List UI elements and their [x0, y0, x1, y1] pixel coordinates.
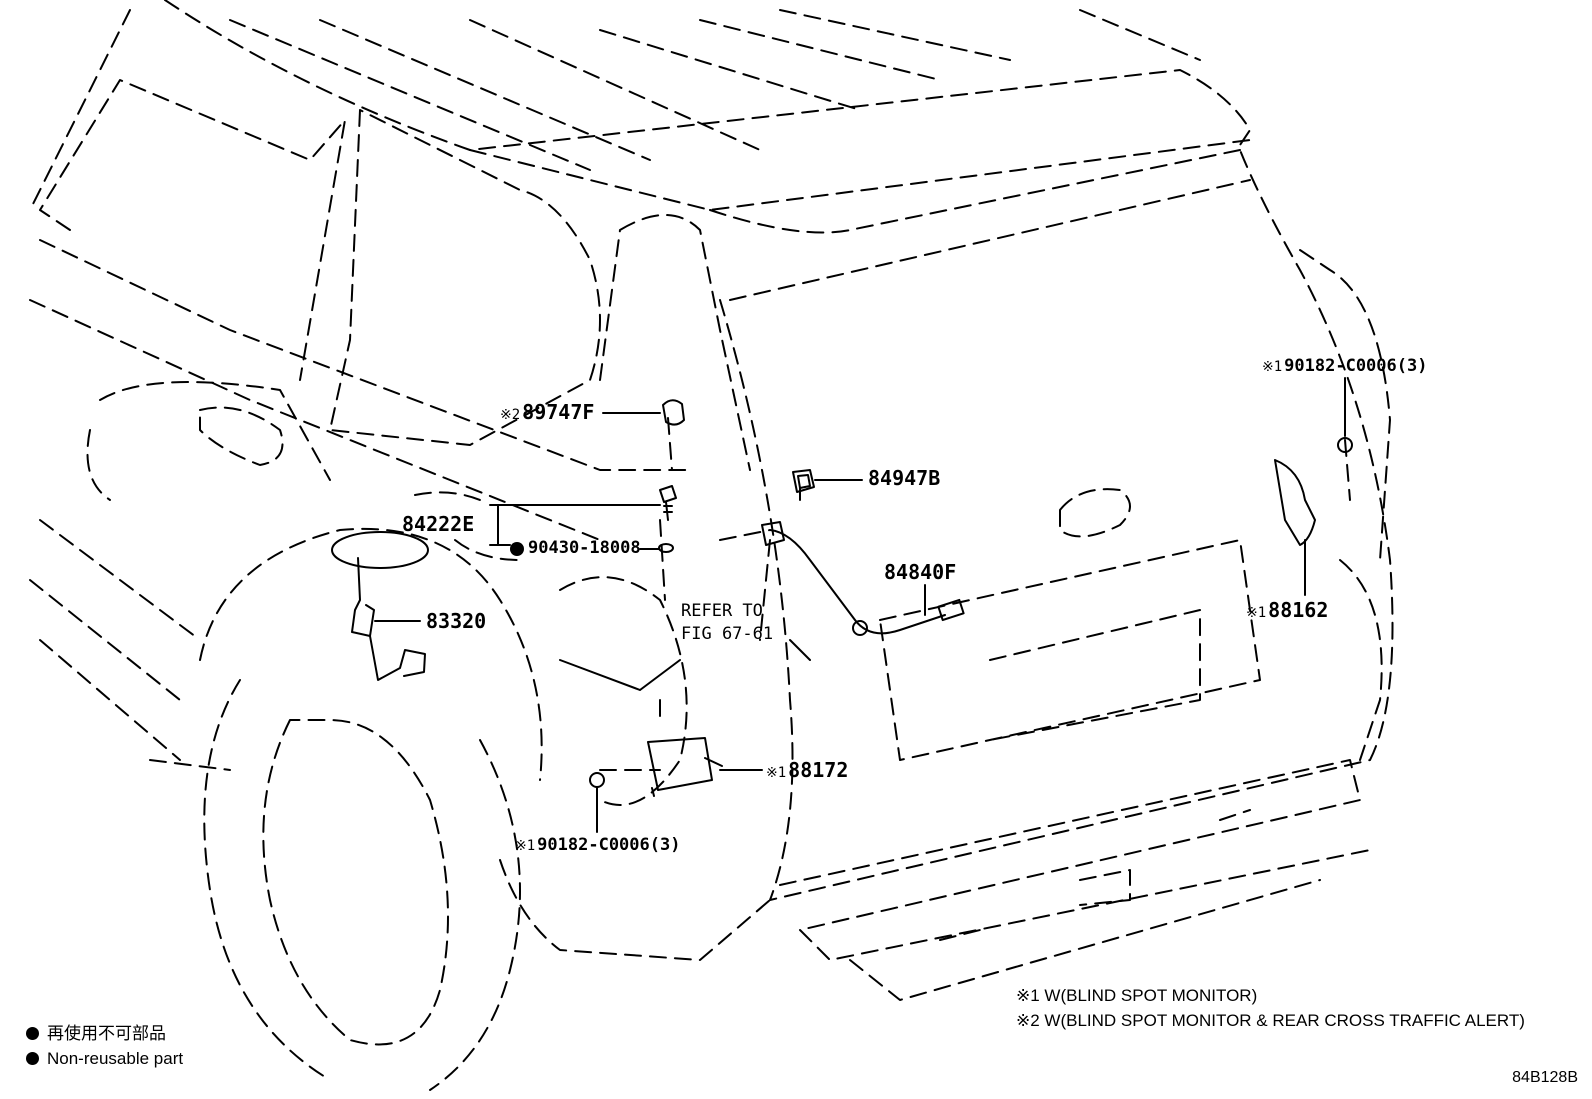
- footnote-1: ※1 W(BLIND SPOT MONITOR): [1016, 986, 1258, 1005]
- bracket-84222e: [489, 504, 661, 546]
- rear-bumper: [779, 759, 1371, 1001]
- leader-refer: [559, 639, 811, 691]
- part-number: 90182-C0006(3): [537, 835, 681, 855]
- part-number: 90182-C0006(3): [1284, 356, 1428, 376]
- legend-text-jp: 再使用不可部品: [47, 1024, 166, 1043]
- license-recess: [879, 539, 1261, 761]
- bumper-slot: [939, 809, 1251, 941]
- note-mark: ※1: [1262, 359, 1283, 375]
- filled-circle-icon: [26, 1051, 39, 1065]
- part-84222e-bolt: [659, 485, 677, 521]
- callout-90430: 90430-18008: [528, 540, 641, 557]
- refer-line-1: REFER TO: [681, 601, 763, 621]
- part-number: 89747F: [522, 400, 595, 424]
- non-reusable-dot-icon: [510, 542, 524, 556]
- part-89747f: [662, 399, 685, 426]
- refer-line-2: FIG 67-61: [681, 623, 774, 644]
- part-83320-sender: [351, 557, 426, 681]
- legend-item-en: Non-reusable part: [26, 1047, 183, 1072]
- harness-clip: [852, 620, 868, 636]
- part-number: 88172: [788, 758, 849, 782]
- part-88172-ecu: [647, 737, 723, 797]
- note-mark: ※2: [500, 407, 521, 423]
- callout-84840f: 84840F: [884, 562, 956, 582]
- footnote-2: ※2 W(BLIND SPOT MONITOR & REAR CROSS TRA…: [1016, 1010, 1525, 1030]
- tire-outer: [203, 679, 521, 1091]
- legend: 再使用不可部品 Non-reusable part: [26, 1022, 183, 1071]
- wheel-arch: [199, 527, 543, 781]
- part-number: 90430-18008: [528, 538, 641, 558]
- door-handle: [199, 406, 284, 466]
- part-number: 84947B: [868, 466, 941, 490]
- leader-dash-4: [599, 519, 666, 771]
- legend-item-jp: 再使用不可部品: [26, 1022, 183, 1047]
- part-84947b: [792, 469, 815, 493]
- door-panel: [86, 381, 331, 501]
- leader-dash-3: [1344, 439, 1351, 501]
- part-84840f-connector: [937, 598, 965, 622]
- rear-door-window: [39, 79, 346, 381]
- filled-circle-icon: [26, 1027, 39, 1040]
- part-84840f-end: [761, 521, 785, 546]
- roof-outline: [29, 0, 1251, 211]
- part-number: 83320: [426, 609, 487, 633]
- note-mark: ※1: [515, 838, 536, 854]
- leader-dash-2: [719, 487, 801, 541]
- callout-84947b: 84947B: [868, 468, 940, 488]
- refer-to-figure: REFER TO FIG 67-61: [681, 600, 773, 646]
- lower-side-lines: [29, 519, 231, 771]
- inner-wheelhouse: [559, 576, 688, 806]
- part-number: 84222E: [402, 512, 475, 536]
- footnotes: ※1 W(BLIND SPOT MONITOR) ※2 W(BLIND SPOT…: [1016, 984, 1525, 1033]
- rear-spoiler: [709, 149, 1251, 301]
- roof-rear-edge: [469, 139, 1251, 211]
- diagram-code: 84B128B: [1512, 1069, 1578, 1086]
- tailgate-lower-side: [1339, 559, 1383, 761]
- taillamp-right: [1299, 249, 1391, 561]
- quarter-panel-lower: [499, 859, 771, 961]
- callout-84222e: 84222E: [402, 514, 474, 534]
- leader-dash-1: [667, 417, 673, 471]
- leader-dash-5: [759, 539, 771, 641]
- c-pillar: [599, 214, 751, 471]
- legend-text-en: Non-reusable part: [47, 1048, 184, 1068]
- part-83320-ring: [331, 531, 429, 569]
- part-number: 84840F: [884, 560, 957, 584]
- part-90182-nut-bottom: [589, 772, 605, 788]
- body-side-line: [29, 239, 691, 541]
- roof-rail-lines: [229, 9, 1201, 171]
- fuel-door: [414, 491, 521, 561]
- tire-inner: [262, 719, 449, 1046]
- hatch-outline: [719, 149, 1394, 901]
- part-number: 88162: [1268, 598, 1329, 622]
- rear-quarter-window: [329, 109, 601, 446]
- callout-83320: 83320: [426, 611, 486, 631]
- part-88162-bracket: [1274, 459, 1316, 546]
- note-mark: ※1: [1246, 605, 1267, 621]
- part-90182-nut-top: [1337, 437, 1353, 453]
- note-mark: ※1: [766, 765, 787, 781]
- rear-logo: [1059, 488, 1131, 538]
